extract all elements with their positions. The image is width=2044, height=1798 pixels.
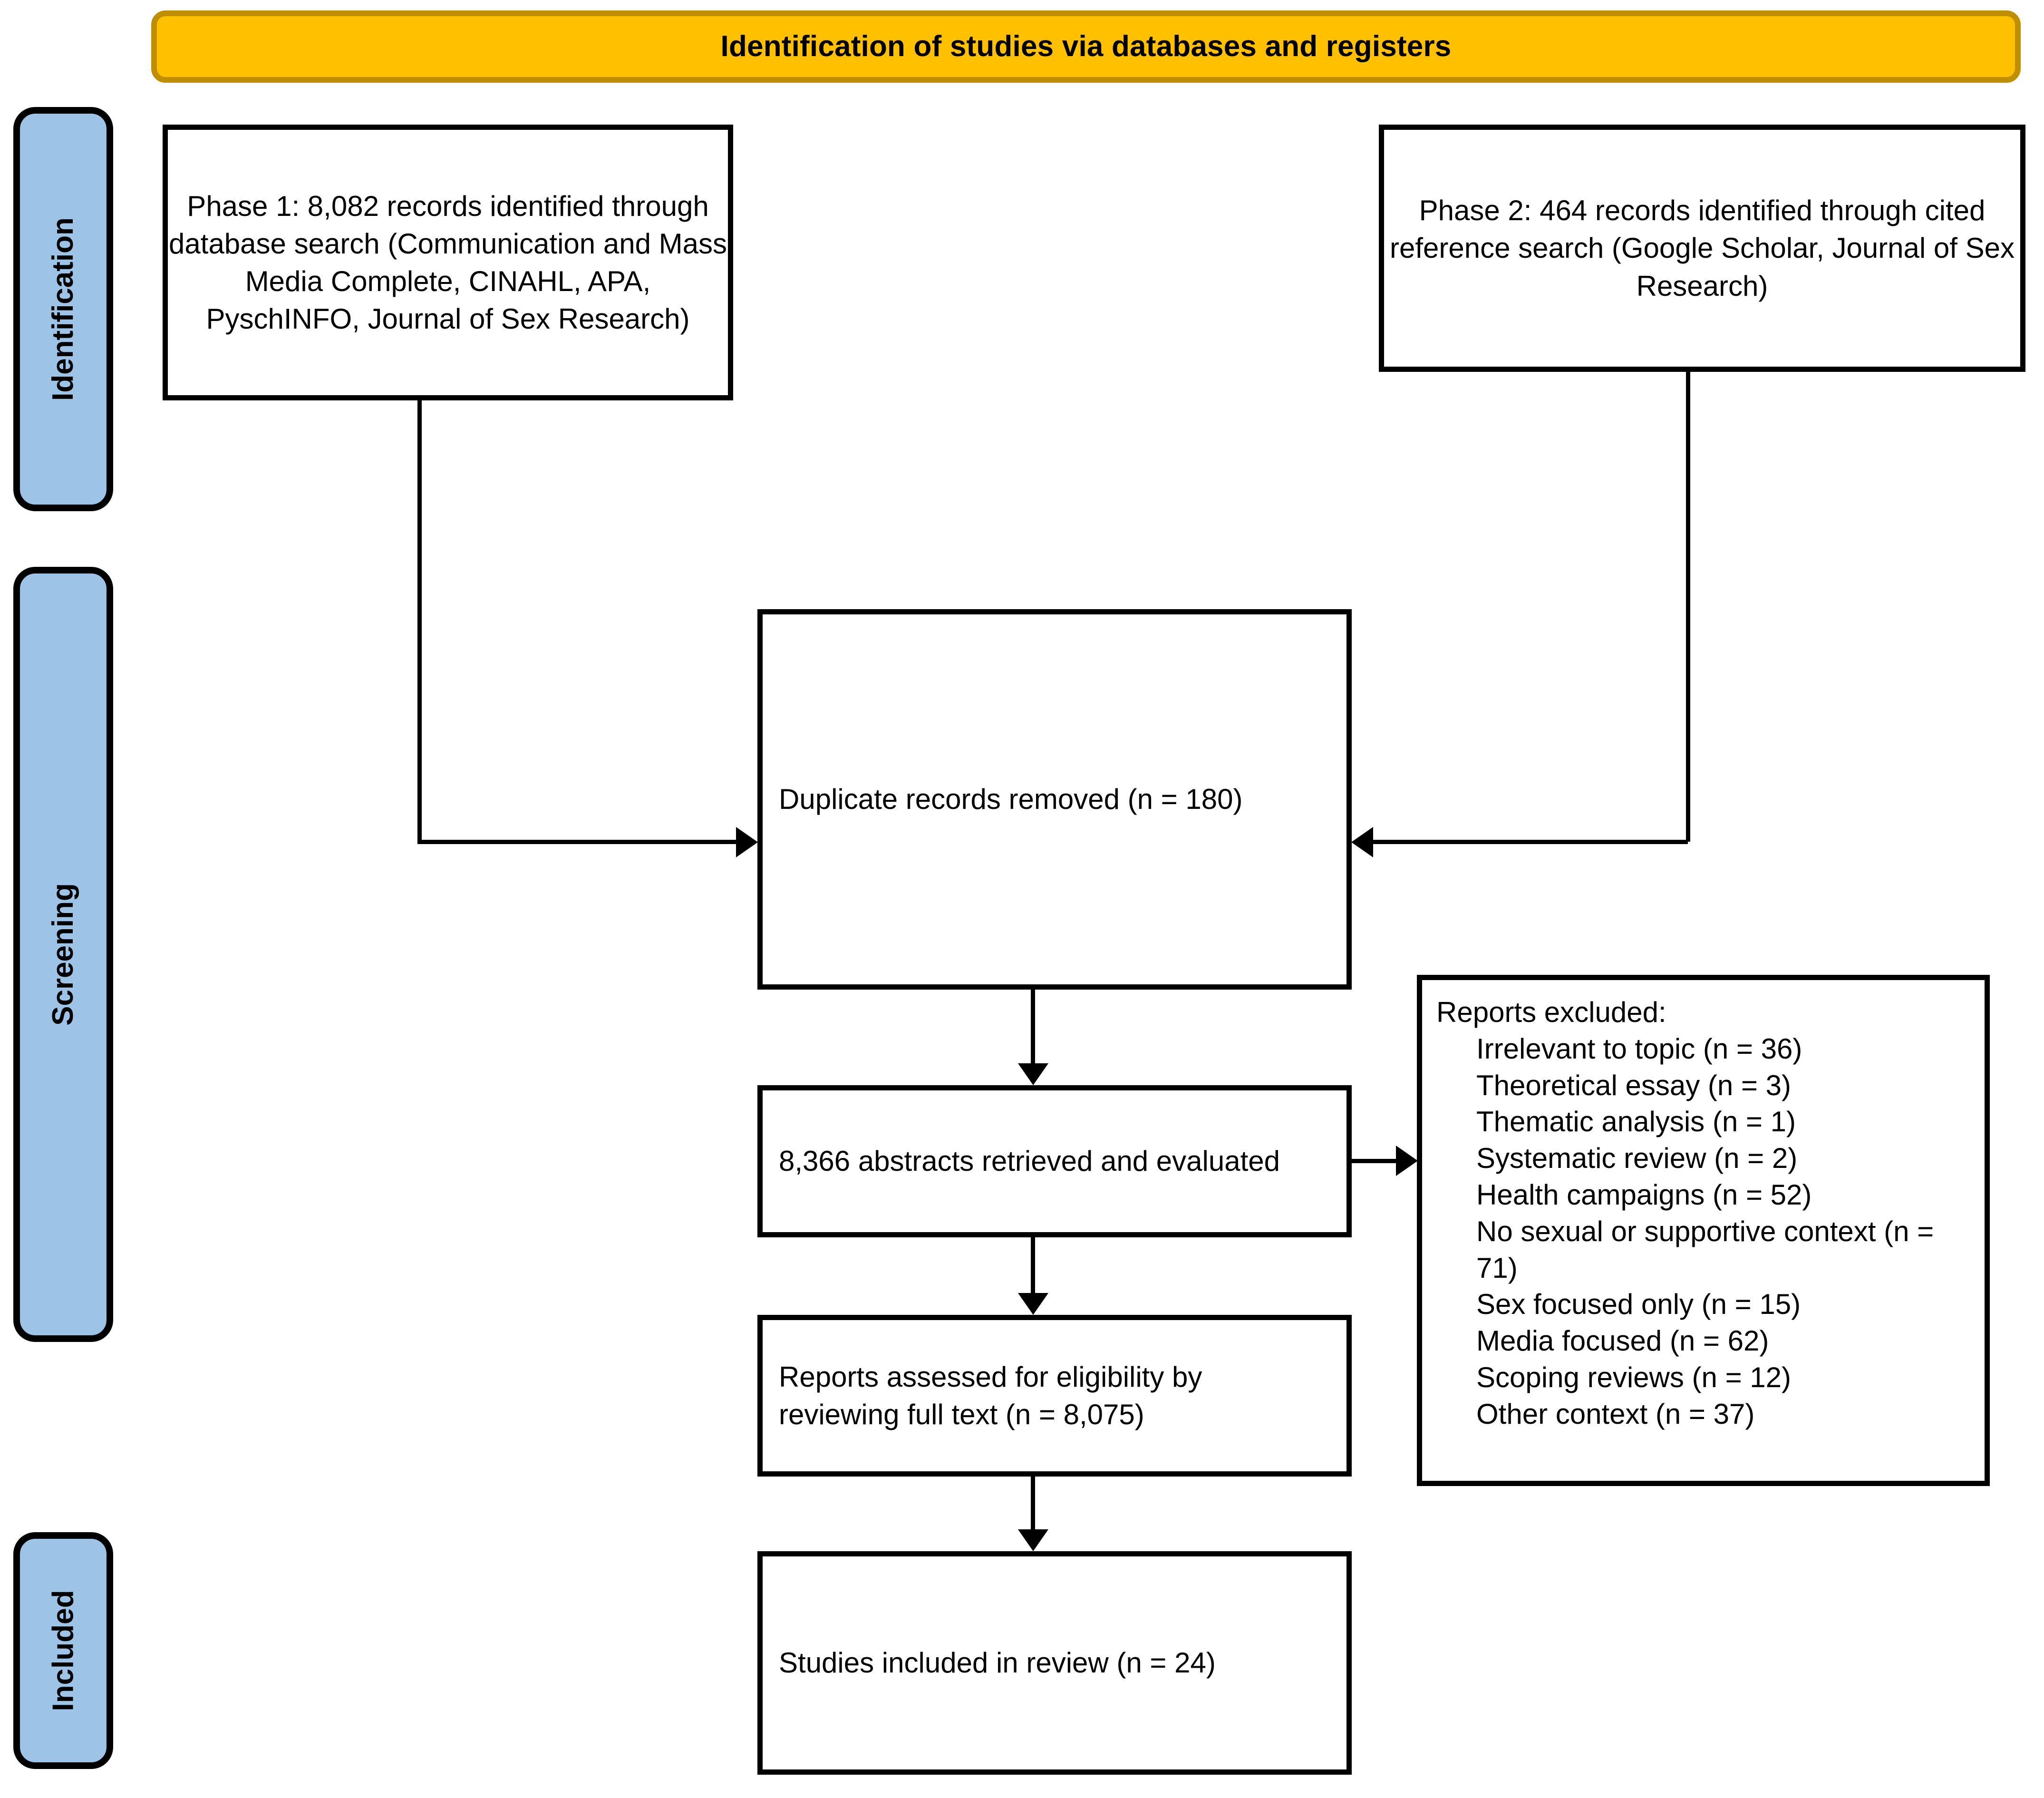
box-phase2-text: Phase 2: 464 records identified through … [1389,194,2015,302]
box-phase1-text: Phase 1: 8,082 records identified throug… [169,190,727,335]
arrowhead-phase1-to-duplicate [736,827,758,857]
arrowhead-eligibility-to-included [1018,1529,1048,1551]
header-banner-title: Identification of studies via databases … [720,29,1452,63]
excluded-title: Reports excluded: [1436,996,1666,1028]
excluded-reason-item: Other context (n = 37) [1476,1398,1755,1430]
connector-eligibility-to-included [1031,1477,1035,1529]
stage-tab-screening: Screening [13,567,113,1342]
stage-tab-included: Included [13,1532,113,1769]
connector-phase1-right [417,840,736,844]
connector-abstracts-to-excluded [1352,1159,1398,1163]
arrowhead-abstracts-to-excluded [1396,1146,1418,1176]
box-abstracts-retrieved: 8,366 abstracts retrieved and evaluated [757,1085,1352,1237]
arrowhead-phase2-to-duplicate [1351,827,1373,857]
arrowhead-duplicate-to-abstracts [1018,1063,1048,1085]
box-duplicate-text: Duplicate records removed (n = 180) [779,783,1243,816]
box-included-text: Studies included in review (n = 24) [779,1647,1216,1679]
excluded-reason-item: Irrelevant to topic (n = 36) [1476,1032,1802,1065]
excluded-reason-item: Thematic analysis (n = 1) [1476,1106,1796,1138]
stage-label-screening: Screening [47,883,79,1026]
connector-phase2-down [1686,372,1690,842]
box-phase1-records: Phase 1: 8,082 records identified throug… [163,125,733,400]
connector-abstracts-to-eligibility [1031,1237,1035,1293]
stage-tab-identification: Identification [13,107,113,511]
box-reports-assessed-eligibility: Reports assessed for eligibility by revi… [757,1315,1352,1477]
stage-label-identification: Identification [47,217,79,401]
box-studies-included: Studies included in review (n = 24) [757,1551,1352,1775]
arrowhead-abstracts-to-eligibility [1018,1293,1048,1315]
header-banner: Identification of studies via databases … [151,10,2021,83]
excluded-reason-item: Theoretical essay (n = 3) [1476,1069,1791,1101]
connector-phase2-left [1373,840,1688,844]
box-eligibility-text: Reports assessed for eligibility by revi… [779,1361,1202,1430]
excluded-reason-list: Irrelevant to topic (n = 36) Theoretical… [1436,1031,1971,1433]
excluded-reason-item: No sexual or supportive context (n = 71) [1476,1215,1934,1284]
excluded-reason-item: Health campaigns (n = 52) [1476,1178,1812,1211]
connector-phase1-down [417,400,422,842]
excluded-reason-item: Media focused (n = 62) [1476,1325,1769,1357]
stage-label-included: Included [47,1590,79,1711]
excluded-reason-item: Scoping reviews (n = 12) [1476,1361,1791,1393]
box-duplicate-records-removed: Duplicate records removed (n = 180) [757,609,1352,990]
box-reports-excluded: Reports excluded: Irrelevant to topic (n… [1417,975,1990,1486]
excluded-reason-item: Sex focused only (n = 15) [1476,1288,1801,1321]
box-abstracts-text: 8,366 abstracts retrieved and evaluated [779,1145,1280,1177]
excluded-reason-item: Systematic review (n = 2) [1476,1142,1798,1175]
box-phase2-records: Phase 2: 464 records identified through … [1379,125,2025,372]
connector-duplicate-to-abstracts [1031,990,1035,1063]
